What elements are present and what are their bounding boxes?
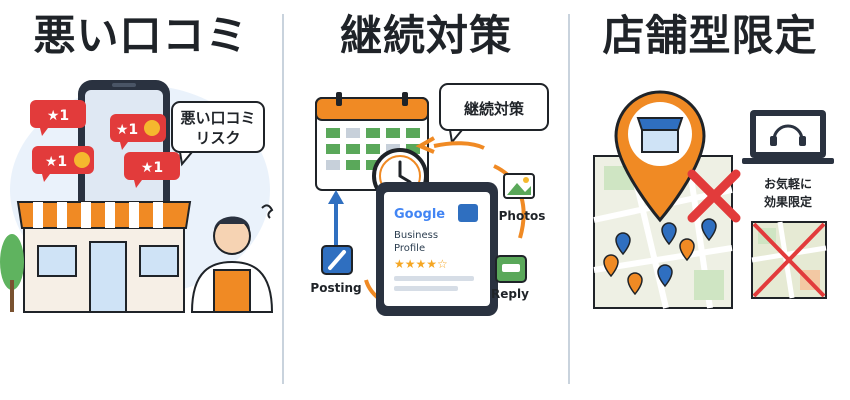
rating-text: ★1	[116, 122, 138, 138]
tablet-icon: Google Business Profile ★★★★☆	[376, 182, 498, 316]
reply-icon: Reply	[491, 255, 529, 301]
laptop-icon	[742, 110, 834, 164]
shopkeeper-icon	[190, 204, 274, 313]
panel-title: 店舗型限定	[602, 11, 818, 60]
x-mark-icon	[687, 169, 741, 223]
photos-label: Photos	[499, 209, 546, 223]
rating-text: ★1	[141, 160, 163, 176]
bubble-line-2: リスク	[195, 129, 240, 147]
profile-line-2: Profile	[394, 243, 425, 254]
posting-label: Posting	[310, 281, 361, 295]
crossed-map-icon	[751, 221, 827, 299]
rating-badge-4: ★1	[124, 152, 180, 188]
panel-title: 継続対策	[339, 11, 512, 60]
tree-icon	[0, 234, 24, 312]
rating-text: ★1	[45, 154, 67, 170]
angry-face-icon	[74, 152, 90, 168]
map-pins	[603, 218, 717, 296]
rating-badge-1: ★1	[30, 100, 86, 136]
angry-face-icon	[144, 120, 160, 136]
panel-ongoing-measures: 継続対策 継続対策	[284, 0, 568, 400]
panel-title: 悪い口コミ	[33, 11, 249, 60]
star-rating: ★★★★☆	[394, 257, 448, 271]
pencil-icon: Posting	[310, 245, 362, 295]
panel-store-only: 店舗型限定	[570, 0, 850, 400]
cycle-arrow-head	[415, 136, 435, 154]
store-only-illustration: お気軽に 効果限定	[593, 90, 834, 309]
bubble-text: 継続対策	[464, 100, 525, 118]
bad-reviews-illustration: ★1 ★1 ★1 ★1 悪い口コミ リスク	[0, 80, 274, 313]
reply-label: Reply	[491, 287, 529, 301]
photo-icon: Photos	[499, 173, 546, 223]
label-line-2: 効果限定	[764, 194, 812, 209]
map-pin-icon	[614, 90, 706, 223]
store-icon	[16, 201, 192, 313]
divider	[282, 14, 284, 384]
risk-speech-bubble: 悪い口コミ リスク	[171, 101, 265, 167]
store-icon	[458, 204, 478, 222]
profile-line-1: Business	[394, 230, 438, 241]
label-line-1: お気軽に	[764, 176, 812, 191]
bubble-line-1: 悪い口コミ	[180, 109, 255, 127]
headset-icon	[770, 124, 806, 146]
cycle-arrow	[433, 141, 485, 150]
divider	[568, 14, 570, 384]
rating-text: ★1	[47, 108, 69, 124]
rating-badge-2: ★1	[110, 114, 166, 150]
cycle-arrow-head	[328, 190, 344, 204]
rating-badge-3: ★1	[32, 146, 94, 182]
panel-bad-reviews: 悪い口コミ ★1 ★1 ★1 ★1	[0, 0, 282, 400]
google-wordmark: Google	[394, 207, 445, 222]
measures-speech-bubble: 継続対策	[439, 83, 549, 145]
ongoing-measures-illustration: 継続対策 Google Business Profile ★★★★☆ Photo…	[310, 83, 549, 316]
